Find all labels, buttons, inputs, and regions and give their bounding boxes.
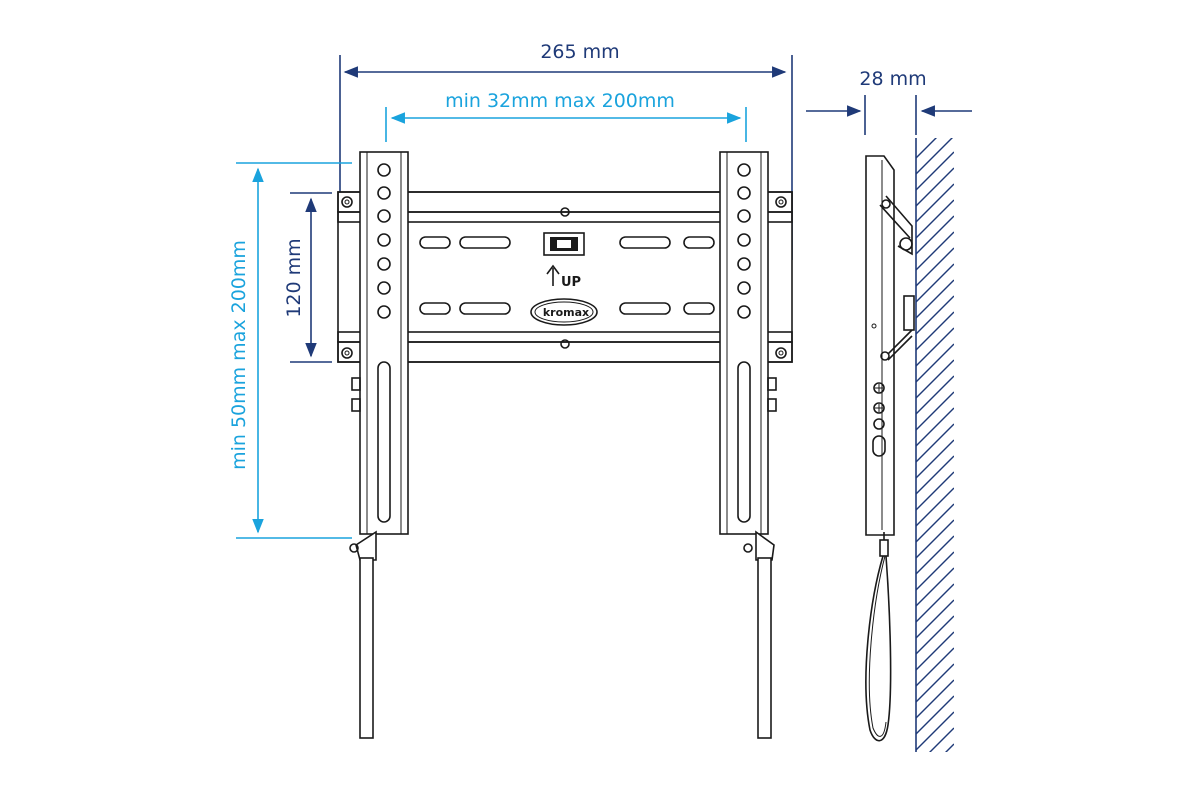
wall-hatch-line: [916, 647, 954, 687]
plate-slots: [419, 236, 715, 315]
wall-hatch-line: [916, 247, 954, 287]
arm-holes-right: [737, 163, 751, 523]
wall-hatch-line: [945, 743, 954, 752]
wall-hatch-line: [916, 183, 954, 223]
wall-hatch-line: [916, 359, 954, 399]
brand-logo-text: kromax: [543, 306, 589, 319]
wall-hatch-line: [929, 727, 954, 752]
wall-hatch-line: [916, 551, 954, 591]
dimension-vertical-spacing: 120 mm: [283, 192, 332, 363]
wall-hatch-line: [916, 583, 954, 623]
wall-hatch-line: [916, 663, 954, 703]
wall-hatch-line: [916, 138, 953, 175]
vesa-horizontal-label: min 32mm max 200mm: [445, 90, 675, 112]
wall-hatch-line: [916, 679, 954, 719]
wall-hatch-line: [916, 631, 954, 671]
wall-hatch-line: [916, 375, 954, 415]
wall-hatch-line: [916, 792, 954, 800]
left-vertical-arm: [349, 151, 409, 739]
right-vertical-arm: [719, 151, 777, 739]
dimension-depth: 28 mm: [806, 68, 972, 135]
wall-hatch-line: [916, 151, 954, 191]
wall-hatch-line: [916, 487, 954, 527]
corner-screw-icon: [341, 196, 787, 359]
up-label: UP: [561, 275, 581, 290]
wall-hatch-line: [916, 535, 954, 575]
dimension-vesa-vertical: min 50mm max 200mm: [228, 162, 352, 539]
wall-hatch-line: [916, 311, 954, 351]
depth-label: 28 mm: [859, 68, 926, 90]
wall-hatch-line: [916, 423, 954, 463]
wall-hatch-line: [916, 503, 954, 543]
vesa-vertical-label: min 50mm max 200mm: [228, 240, 250, 470]
wall-hatch-line: [916, 439, 954, 479]
wall-hatch-line: [916, 599, 954, 639]
wall-hatch-line: [916, 167, 954, 207]
wall-hatch-line: [916, 519, 954, 559]
dimension-vesa-horizontal: min 32mm max 200mm: [385, 90, 747, 142]
level-icon: [543, 232, 585, 256]
wall-hatch-line: [916, 567, 954, 607]
wall-hatch-line: [916, 327, 954, 367]
wall-hatch-line: [916, 343, 954, 383]
up-arrow-icon: UP: [546, 264, 581, 290]
arm-holes-left: [377, 163, 391, 523]
wall-hatch-line: [916, 407, 954, 447]
wall-hatch-line: [916, 279, 954, 319]
wall-hatch: [915, 138, 954, 800]
wall-hatch-line: [916, 199, 954, 239]
wall-hatch-line: [916, 776, 954, 800]
side-view-bracket: [865, 155, 915, 742]
wall-hatch-line: [916, 215, 954, 255]
wall-hatch-line: [916, 138, 937, 159]
wall-hatch-line: [916, 231, 954, 271]
wall-hatch-line: [916, 263, 954, 303]
wall-hatch-line: [916, 391, 954, 431]
overall-width-label: 265 mm: [540, 41, 619, 63]
vertical-spacing-label: 120 mm: [283, 238, 305, 317]
wall-plate: UP kromax: [337, 191, 793, 363]
wall-hatch-line: [916, 455, 954, 495]
wall-hatch-line: [916, 295, 954, 335]
wall-hatch-line: [916, 615, 954, 655]
wall-hatch-line: [916, 695, 954, 735]
brand-logo: kromax: [530, 298, 598, 326]
wall-hatch-line: [916, 471, 954, 511]
wall-hatch-line: [916, 760, 954, 798]
wall-hatch-line: [916, 711, 954, 751]
